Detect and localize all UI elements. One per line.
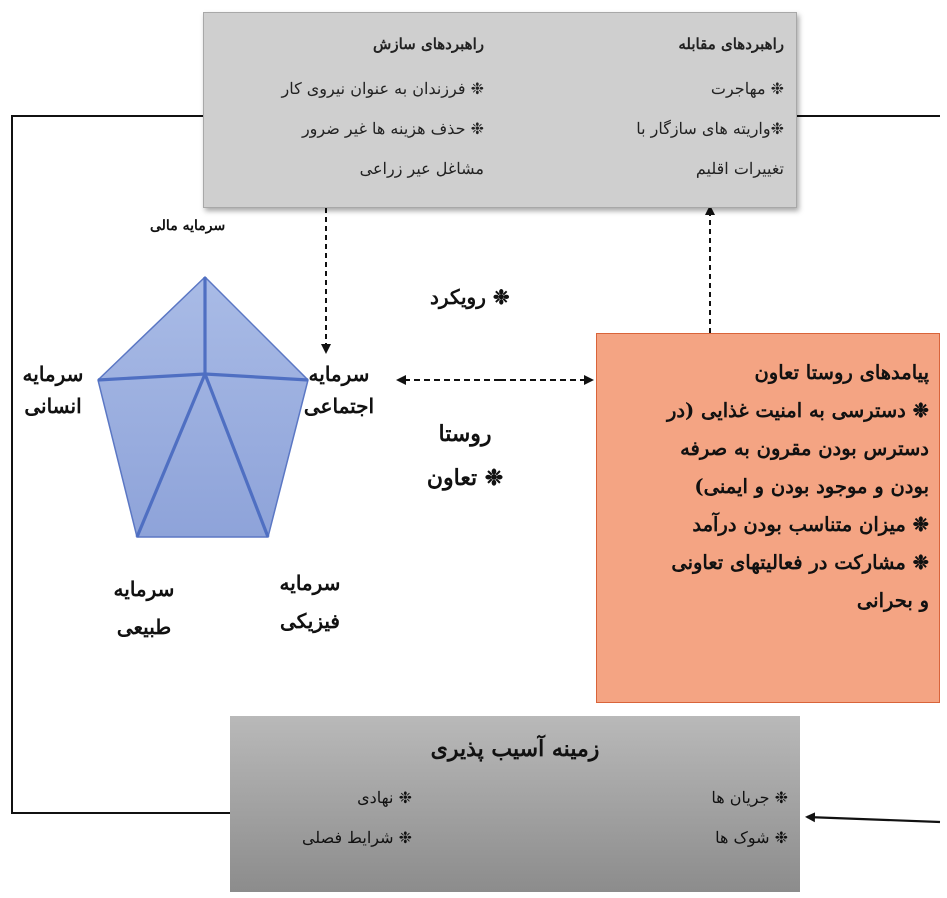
social-capital-line1: سرمایه [308,362,370,386]
coping-item: ❉ مهاجرت [710,79,784,98]
natural-capital-line1: سرمایه [113,577,175,601]
human-capital-line2: انسانی [24,394,82,418]
strategies-box: راهبردهای مقابله ❉ مهاجرت ❉واریته های سا… [203,12,797,208]
coping-strategies-title: راهبردهای مقابله [678,35,784,53]
outcomes-box: پیامدهای روستا تعاون ❉ دسترسی به امنیت غ… [596,333,940,703]
adaptation-strategies-title: راهبردهای سازش [373,35,484,53]
outcome-line: دسترس بودن مقرون به صرفه [680,437,929,460]
financial-capital-label: سرمایه مالی [150,218,226,234]
coping-item: ❉واریته های سازگار با [636,119,784,138]
adaptation-item: مشاغل عیر زراعی [359,159,484,178]
physical-capital-label: سرمایه فیزیکی [262,564,358,640]
natural-capital-line2: طبیعی [116,615,172,639]
vulnerability-item: ❉ شرایط فصلی [301,828,412,847]
livelihood-pentagon [97,275,309,538]
outcomes-content: پیامدهای روستا تعاون ❉ دسترسی به امنیت غ… [599,354,929,620]
social-capital-line2: اجتماعی [303,394,375,418]
human-capital-label: سرمایه انسانی [10,358,96,422]
pentagon-spokes [97,277,309,538]
approach-label: ❉ رویکرد [430,285,510,309]
outcome-line: بودن و موجود بودن و ایمنی) [694,475,929,498]
outcome-line: ❉ میزان متناسب بودن درآمد [692,513,929,536]
adaptation-item: ❉ حذف هزینه ها غیر ضرور [301,119,484,138]
outcome-line: و بحرانی [856,589,929,612]
vulnerability-title: زمینه آسیب پذیری [430,736,600,762]
vulnerability-item: ❉ شوک ها [715,828,788,847]
village-cooperative-label: روستا ❉ تعاون [420,412,510,500]
outcomes-title: پیامدهای روستا تعاون [754,361,929,384]
vulnerability-item: ❉ جریان ها [711,788,788,807]
vulnerability-item: ❉ نهادی [357,788,412,807]
human-capital-line1: سرمایه [22,362,84,386]
social-capital-label: سرمایه اجتماعی [296,358,382,422]
village-line2: ❉ تعاون [426,465,504,491]
physical-capital-line2: فیزیکی [280,609,340,633]
left-feedback-line [11,115,230,814]
outcome-line: ❉ دسترسی به امنیت غذایی (در [666,399,929,422]
right-bottom-arrow [805,812,941,824]
vulnerability-box: زمینه آسیب پذیری ❉ جریان ها ❉ شوک ها ❉ ن… [230,716,800,892]
outcome-line: ❉ مشارکت در فعالیتهای تعاونی [671,551,929,574]
coping-item: تغییرات اقلیم [695,159,784,178]
adaptation-item: ❉ فرزندان به عنوان نیروی کار [281,79,484,98]
natural-capital-label: سرمایه طبیعی [96,570,192,646]
physical-capital-line1: سرمایه [279,571,341,595]
village-line1: روستا [438,421,492,447]
